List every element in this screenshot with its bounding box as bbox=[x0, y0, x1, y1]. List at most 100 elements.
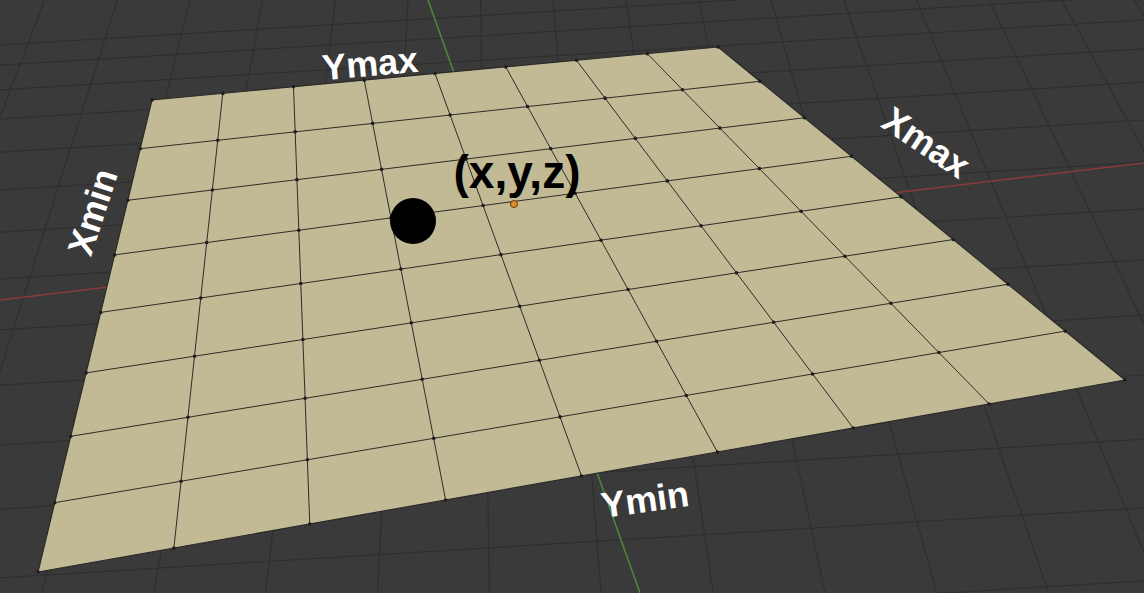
vertex-dot bbox=[221, 92, 225, 96]
floor-line bbox=[1040, 0, 1144, 593]
vertex-dot bbox=[308, 522, 312, 526]
vertex-dot bbox=[420, 377, 424, 381]
vertex-dot bbox=[306, 458, 310, 462]
vertex-dot bbox=[758, 80, 762, 84]
vertex-dot bbox=[499, 253, 503, 257]
vertex-dot bbox=[299, 282, 303, 286]
vertex-dot bbox=[987, 402, 991, 406]
plane-surface bbox=[38, 47, 1125, 572]
vertex-dot bbox=[99, 311, 103, 315]
vertex-dot bbox=[937, 351, 941, 355]
grid-line bbox=[140, 81, 760, 148]
vertex-dot bbox=[626, 288, 630, 292]
vertex-dot bbox=[772, 320, 776, 324]
vertex-dot bbox=[580, 474, 584, 478]
vertex-dot bbox=[84, 371, 88, 375]
vertex-dot bbox=[126, 199, 130, 203]
vertex-dot bbox=[899, 195, 903, 199]
vertex-dot bbox=[301, 338, 305, 342]
vertex-dot bbox=[193, 354, 197, 358]
vertex-dot bbox=[138, 147, 142, 151]
grid-line bbox=[435, 74, 582, 477]
vertex-dot bbox=[716, 450, 720, 454]
vertex-dot bbox=[292, 85, 296, 89]
point-label: (x,y,z) bbox=[454, 149, 581, 195]
vertex-dot bbox=[851, 426, 855, 430]
floor-line bbox=[0, 0, 1144, 45]
grid-line bbox=[71, 284, 1008, 436]
vertex-dot bbox=[399, 267, 403, 271]
vertex-dot bbox=[655, 339, 659, 343]
vertex-dot bbox=[799, 209, 803, 213]
vertex-dot bbox=[172, 546, 176, 550]
grid-line bbox=[55, 331, 1065, 503]
vertex-dot bbox=[53, 501, 57, 505]
vertex-dot bbox=[444, 498, 448, 502]
vertex-dot bbox=[681, 88, 685, 92]
vertex-dot bbox=[634, 137, 638, 141]
vertex-dot bbox=[303, 396, 307, 400]
vertex-dot bbox=[179, 479, 183, 483]
vertex-dot bbox=[699, 224, 703, 228]
vertex-dot bbox=[113, 253, 117, 257]
vertex-dot bbox=[504, 65, 508, 69]
point-marker bbox=[390, 198, 436, 244]
vertex-dot bbox=[951, 238, 955, 242]
vertex-dot bbox=[558, 415, 562, 419]
vertex-dot bbox=[186, 415, 190, 419]
vertex-dot bbox=[211, 188, 215, 192]
vertex-dot bbox=[716, 45, 720, 49]
vertex-dot bbox=[199, 296, 203, 300]
grid-line bbox=[506, 67, 718, 452]
vertex-dot bbox=[1006, 282, 1010, 286]
selected-vertex bbox=[511, 201, 518, 208]
vertex-dot bbox=[150, 98, 154, 102]
vertex-dot bbox=[735, 271, 739, 275]
floor-line bbox=[0, 581, 1144, 593]
vertex-dot bbox=[36, 570, 40, 574]
vertex-dot bbox=[718, 126, 722, 130]
vertex-dot bbox=[297, 228, 301, 232]
vertex-dot bbox=[603, 96, 607, 100]
vertex-dot bbox=[481, 204, 485, 208]
floor-line bbox=[1110, 0, 1144, 593]
vertex-dot bbox=[803, 116, 807, 120]
grid-line bbox=[647, 54, 989, 404]
vertex-dot bbox=[843, 254, 847, 258]
grid-line bbox=[294, 87, 310, 524]
plane-grid bbox=[55, 54, 1065, 548]
vertex-dot bbox=[432, 437, 436, 441]
vertex-dot bbox=[295, 178, 299, 182]
vertex-dot bbox=[448, 113, 452, 117]
vertex-dot bbox=[380, 168, 384, 172]
vertex-dot bbox=[645, 52, 649, 56]
vertex-dot bbox=[293, 130, 297, 134]
edge-label: Ymax bbox=[321, 42, 420, 86]
vertex-dot bbox=[409, 321, 413, 325]
vertex-dot bbox=[69, 435, 73, 439]
vertex-dot bbox=[684, 394, 688, 398]
vertex-dot bbox=[1123, 378, 1127, 382]
vertex-dot bbox=[216, 138, 220, 142]
plane-vertices bbox=[36, 45, 1127, 574]
grid-line bbox=[174, 93, 223, 548]
vertex-dot bbox=[205, 241, 209, 245]
vertex-dot bbox=[889, 301, 893, 305]
vertex-dot bbox=[518, 304, 522, 308]
grid-line bbox=[128, 118, 805, 201]
grid-line bbox=[86, 240, 953, 373]
vertex-dot bbox=[758, 167, 762, 171]
vertex-dot bbox=[575, 58, 579, 62]
grid-line bbox=[577, 60, 854, 428]
vertex-dot bbox=[599, 238, 603, 242]
vertex-dot bbox=[371, 122, 375, 126]
vertex-dot bbox=[433, 72, 437, 76]
vertex-dot bbox=[526, 105, 530, 109]
vertex-dot bbox=[811, 372, 815, 376]
floor-line bbox=[0, 0, 1144, 65]
vertex-dot bbox=[850, 154, 854, 158]
grid-line bbox=[101, 197, 901, 313]
